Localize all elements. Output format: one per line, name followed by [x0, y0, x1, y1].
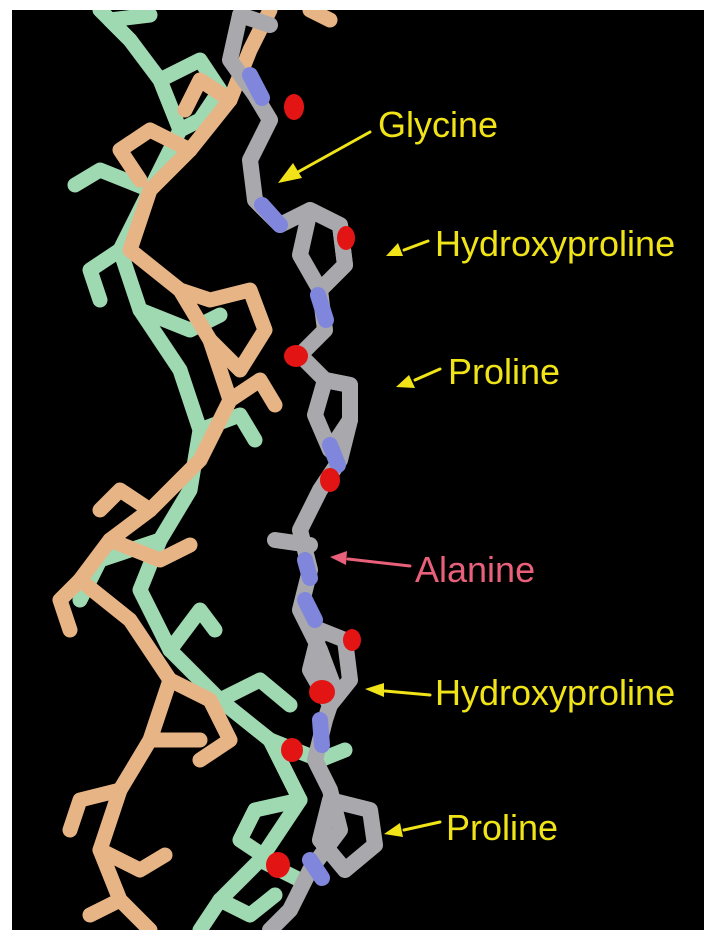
label-glycine: Glycine [378, 104, 498, 145]
label-arrows [278, 130, 442, 837]
alanine-methyl [267, 532, 318, 553]
oxygen-atoms [266, 94, 361, 878]
proline-ring-1 [307, 372, 358, 458]
label-alanine: Alanine [415, 549, 535, 590]
label-proline-1: Proline [448, 351, 560, 392]
residue-labels: Glycine Hydroxyproline Proline Alanine H… [378, 104, 675, 848]
proline-ring-2 [312, 792, 383, 878]
nitrogen-atoms [242, 67, 346, 886]
label-hydroxyproline-2: Hydroxyproline [435, 672, 675, 713]
gray-main-chain [222, 10, 383, 930]
tan-strand [52, 10, 338, 930]
label-hydroxyproline-1: Hydroxyproline [435, 223, 675, 264]
hydroxyproline-ring-1 [292, 202, 353, 298]
label-proline-2: Proline [446, 807, 558, 848]
hydroxyproline-ring-2 [302, 622, 358, 713]
